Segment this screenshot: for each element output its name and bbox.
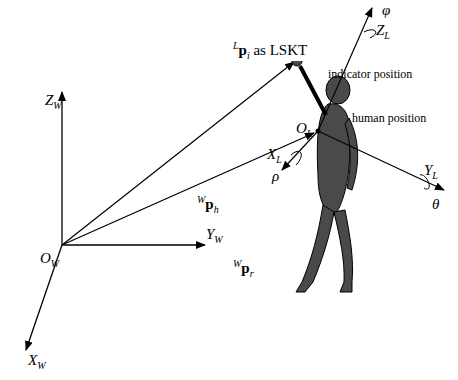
callout-note: human position bbox=[352, 112, 426, 125]
angle-symbol: ρ bbox=[272, 168, 279, 185]
origin-label: OL bbox=[296, 120, 312, 139]
angle-symbol: θ bbox=[432, 196, 439, 213]
axis-label: YW bbox=[206, 226, 223, 245]
axis-label: YL bbox=[424, 162, 438, 181]
vector-label: Wpr bbox=[232, 258, 255, 279]
axis-label: ZW bbox=[45, 92, 62, 111]
origin-label: OW bbox=[40, 250, 59, 269]
axis-label: XL bbox=[267, 146, 282, 165]
axis-label: XW bbox=[28, 352, 46, 371]
vector-label: Lpi as LSKT bbox=[232, 40, 308, 61]
callout-note: indicator position bbox=[328, 68, 412, 81]
angle-symbol: φ bbox=[382, 2, 390, 19]
vector-label: Wph bbox=[196, 194, 220, 215]
axis-label: ZL bbox=[376, 22, 390, 41]
